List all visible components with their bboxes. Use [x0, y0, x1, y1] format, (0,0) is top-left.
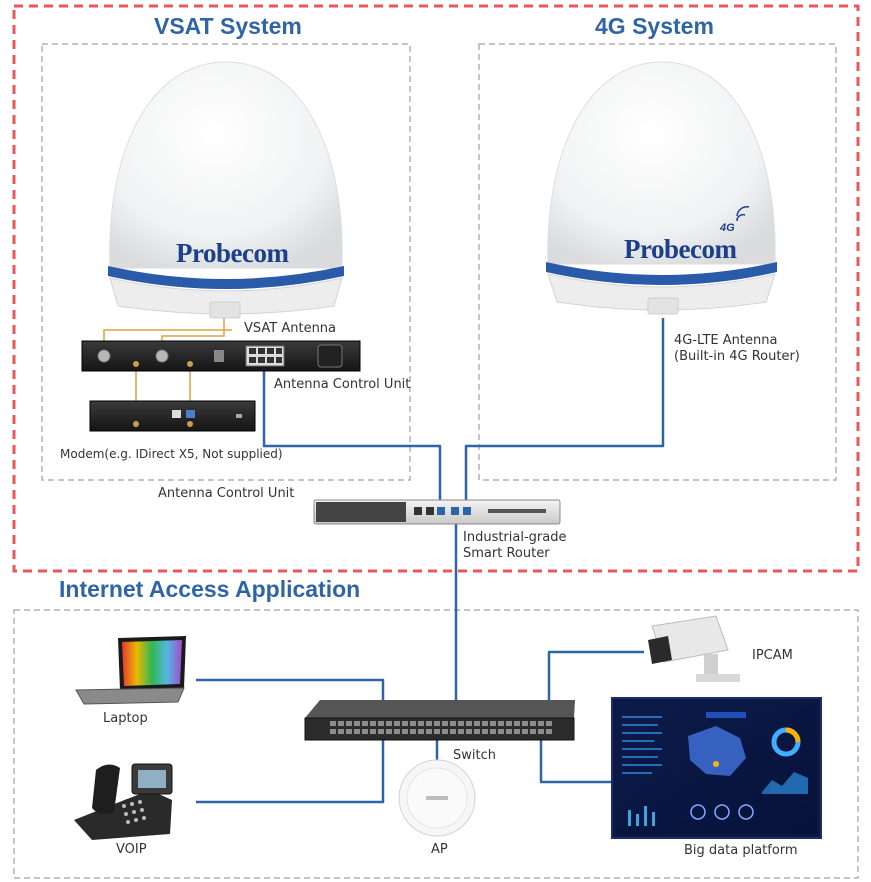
acu-bottom-label: Antenna Control Unit	[158, 486, 295, 501]
g4-section-title: 4G System	[595, 13, 714, 39]
router-label-line1: Industrial-grade	[463, 530, 567, 545]
switch-device	[304, 700, 575, 741]
laptop-device	[75, 636, 186, 705]
lte-antenna-label-line1: 4G-LTE Antenna	[674, 333, 778, 348]
lte-antenna-label-line2: (Built-in 4G Router)	[674, 349, 800, 364]
lte-brand-logo: Probecom	[624, 234, 737, 264]
switch-label: Switch	[453, 748, 496, 763]
voip-phone-device	[74, 763, 173, 840]
vsat-section-title: VSAT System	[154, 13, 302, 39]
acu-device	[81, 340, 361, 372]
vsat-brand-logo: Probecom	[176, 238, 289, 268]
internet-frame	[13, 609, 859, 879]
outer-system-frame	[12, 4, 860, 573]
ipcam-device	[648, 615, 740, 682]
vsat-antenna-dome	[108, 61, 344, 319]
network-cables	[196, 318, 665, 804]
router-label-line2: Smart Router	[463, 546, 550, 561]
bigdata-platform-screen	[611, 697, 822, 839]
bigdata-label: Big data platform	[684, 843, 798, 858]
laptop-label: Laptop	[103, 711, 148, 726]
internet-section-title: Internet Access Application	[59, 576, 361, 602]
lte-badge: 4G	[720, 222, 735, 234]
smart-router-device	[313, 499, 561, 525]
modem-device	[89, 400, 256, 432]
acu-label: Antenna Control Unit	[274, 377, 411, 392]
ap-label: AP	[431, 842, 448, 857]
access-point-device	[398, 759, 476, 837]
lte-antenna-dome	[546, 61, 777, 315]
vsat-antenna-label: VSAT Antenna	[244, 321, 337, 336]
modem-label: Modem(e.g. IDirect X5, Not supplied)	[60, 447, 283, 461]
ipcam-label: IPCAM	[752, 648, 793, 663]
g4-frame	[478, 43, 837, 481]
vsat-frame	[41, 43, 411, 481]
voip-label: VOIP	[116, 842, 147, 857]
